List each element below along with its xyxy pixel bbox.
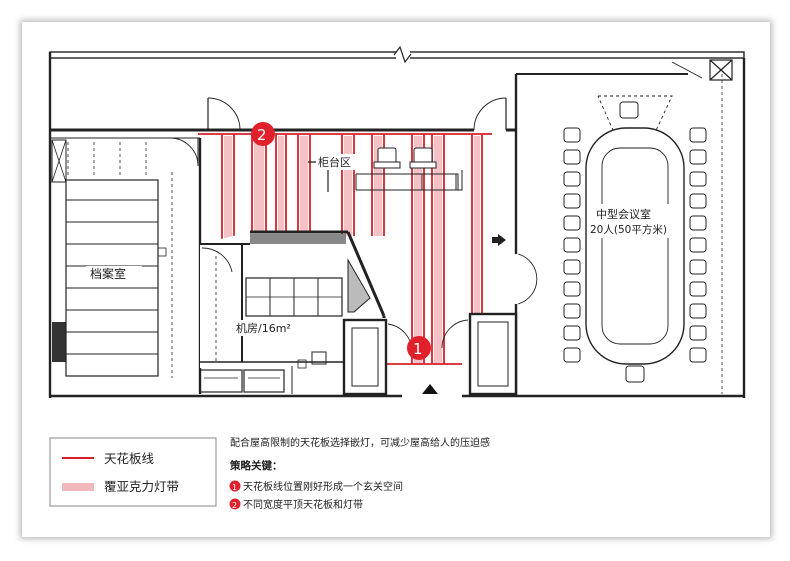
archive-room bbox=[50, 128, 242, 394]
floor-plan-card: 档案室 柜台区 机房/16m² 中型会议室 20人(50平方米) 2 1 天花板… bbox=[22, 22, 770, 537]
meeting-room bbox=[563, 74, 723, 394]
notes-intro: 配合屋高限制的天花板选择嵌灯，可减少屋高给人的压迫感 bbox=[230, 436, 490, 449]
notes-point1-num: 1 bbox=[232, 483, 237, 492]
marker-two-label: 2 bbox=[257, 126, 267, 144]
marker-two: 2 bbox=[251, 122, 275, 146]
notes: 配合屋高限制的天花板选择嵌灯，可减少屋高给人的压迫感 策略关键： 1 天花板线位… bbox=[229, 436, 490, 511]
outer-walls bbox=[48, 45, 746, 398]
marker-one-label: 1 bbox=[413, 340, 423, 358]
legend: 天花板线 覆亚克力灯带 bbox=[49, 437, 217, 507]
label-meeting-room: 中型会议室 bbox=[596, 207, 651, 221]
label-archive: 档案室 bbox=[90, 266, 126, 281]
floor-plan-svg: 档案室 柜台区 机房/16m² 中型会议室 20人(50平方米) 2 1 天花板… bbox=[48, 45, 746, 511]
entry-columns bbox=[342, 312, 518, 396]
legend-acrylic-swatch bbox=[62, 483, 94, 491]
meeting-arrow-icon bbox=[498, 234, 506, 246]
corner-shaft bbox=[709, 59, 733, 81]
notes-heading: 策略关键： bbox=[229, 459, 283, 472]
legend-acrylic-strip: 覆亚克力灯带 bbox=[104, 479, 179, 494]
label-meeting-capacity: 20人(50平方米) bbox=[590, 223, 667, 236]
label-machine-room: 机房/16m² bbox=[236, 321, 291, 335]
label-counter: 柜台区 bbox=[318, 155, 351, 169]
notes-point2: 不同宽度平顶天花板和灯带 bbox=[243, 498, 363, 511]
marker-one: 1 bbox=[407, 336, 431, 360]
notes-point1: 天花板线位置刚好形成一个玄关空间 bbox=[243, 480, 403, 493]
notes-point2-num: 2 bbox=[232, 501, 237, 510]
counter-furniture bbox=[308, 147, 463, 192]
legend-ceiling-line: 天花板线 bbox=[104, 451, 155, 466]
entrance-arrow-icon bbox=[422, 384, 438, 394]
room-labels: 档案室 柜台区 机房/16m² 中型会议室 20人(50平方米) bbox=[86, 154, 680, 336]
